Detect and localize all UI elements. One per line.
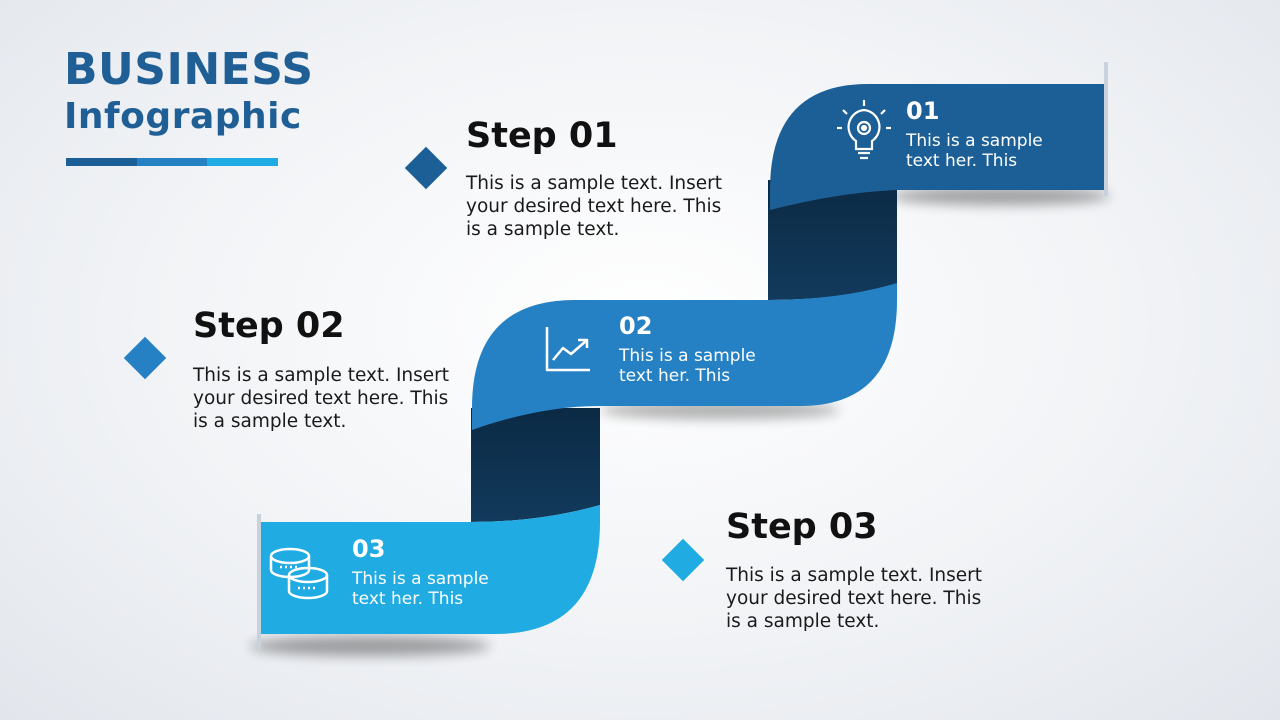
fold-upper (768, 180, 897, 300)
band-03-edge (257, 514, 261, 650)
band-02 (472, 283, 897, 430)
band-02-text: This is a sample text her. This (619, 346, 756, 386)
band-02-number: 02 (619, 312, 653, 340)
band-03-text: This is a sample text her. This (352, 569, 489, 609)
step-01-text: This is a sample text. Insert your desir… (466, 173, 723, 240)
band-01-text: This is a sample text her. This (906, 131, 1043, 171)
shadow-band-1 (890, 187, 1110, 205)
line-chart-icon (545, 327, 590, 372)
band-01-number: 01 (906, 97, 940, 125)
coins-icon (269, 547, 329, 600)
step-03-text: This is a sample text. Insert your desir… (726, 565, 983, 632)
shadow-band-3 (250, 636, 490, 656)
band-01 (770, 84, 1108, 210)
title-line-2: Infographic (64, 96, 302, 137)
title-underline (66, 158, 279, 166)
title-underline-segment-3 (207, 158, 279, 166)
step-02-text: This is a sample text. Insert your desir… (193, 365, 450, 432)
step-01-heading: Step 01 (466, 116, 618, 156)
title-underline-segment-2 (136, 158, 208, 166)
step-02-heading: Step 02 (193, 306, 345, 346)
lightbulb-gear-icon (837, 100, 891, 160)
title-line-1: BUSINESS (64, 44, 314, 95)
fold-lower (471, 408, 600, 522)
title-underline-segment-1 (66, 158, 137, 166)
step-03-heading: Step 03 (726, 507, 878, 547)
band-03 (260, 505, 600, 634)
band-03-number: 03 (352, 535, 386, 563)
band-01-edge (1104, 62, 1108, 196)
